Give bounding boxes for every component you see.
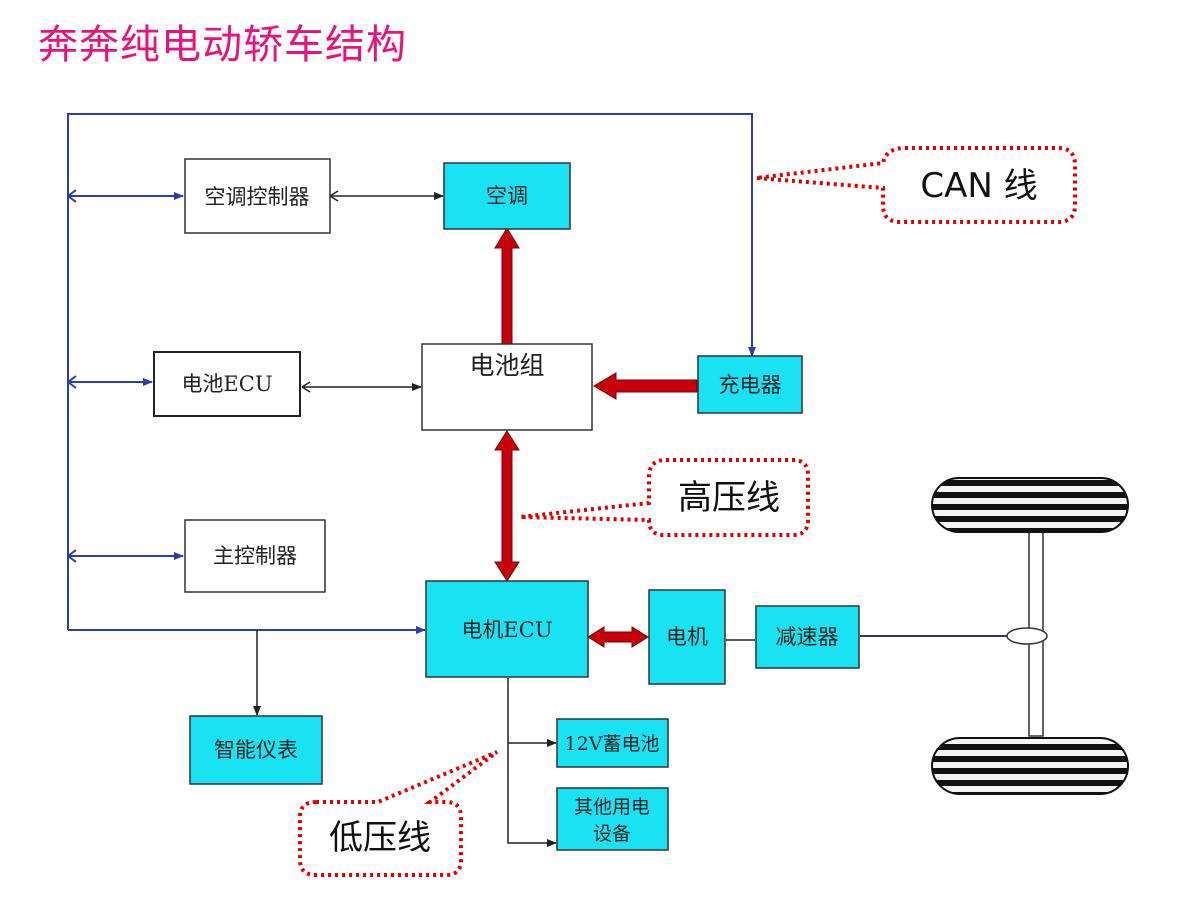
box-ac-controller-label: 空调控制器 bbox=[205, 185, 310, 209]
box-ac-label: 空调 bbox=[486, 184, 528, 208]
box-main-controller: 主控制器 bbox=[184, 519, 326, 593]
box-battery-ecu: 电池ECU bbox=[153, 351, 301, 417]
box-charger: 充电器 bbox=[697, 355, 803, 414]
tire-rear bbox=[931, 737, 1129, 795]
box-12v-battery-label: 12V蓄电池 bbox=[565, 733, 660, 755]
box-charger-label: 充电器 bbox=[719, 373, 782, 397]
page-title: 奔奔纯电动轿车结构 bbox=[38, 22, 407, 68]
box-reducer-label: 减速器 bbox=[776, 625, 839, 649]
callout-low-voltage-label: 低压线 bbox=[329, 818, 431, 858]
box-reducer: 减速器 bbox=[755, 605, 860, 669]
callout-high-voltage-label: 高压线 bbox=[678, 478, 780, 518]
high-voltage-lines bbox=[494, 227, 698, 648]
box-ac-controller: 空调控制器 bbox=[184, 158, 331, 234]
box-other-devices-label-2: 设备 bbox=[593, 823, 631, 845]
box-battery-ecu-label: 电池ECU bbox=[181, 372, 272, 396]
box-battery-pack-label: 电池组 bbox=[469, 351, 544, 380]
box-motor-label: 电机 bbox=[666, 625, 708, 649]
can-bus bbox=[67, 113, 756, 634]
box-instrument-label: 智能仪表 bbox=[214, 738, 298, 762]
box-motor-ecu-label: 电机ECU bbox=[461, 618, 552, 642]
box-other-devices: 其他用电 设备 bbox=[556, 787, 669, 851]
box-other-devices-label-1: 其他用电 bbox=[574, 796, 650, 818]
box-12v-battery: 12V蓄电池 bbox=[556, 718, 669, 768]
box-instrument: 智能仪表 bbox=[189, 715, 323, 785]
box-battery-pack: 电池组 bbox=[421, 343, 593, 431]
tire-front bbox=[931, 477, 1129, 533]
box-ac: 空调 bbox=[443, 162, 571, 230]
box-main-controller-label: 主控制器 bbox=[213, 544, 297, 568]
box-motor: 电机 bbox=[648, 589, 726, 685]
callout-can-label: CAN 线 bbox=[920, 166, 1037, 206]
signal-connectors bbox=[253, 190, 755, 847]
box-motor-ecu: 电机ECU bbox=[425, 580, 589, 678]
callout-low-voltage bbox=[298, 750, 499, 877]
drive-shaft bbox=[860, 527, 1048, 737]
